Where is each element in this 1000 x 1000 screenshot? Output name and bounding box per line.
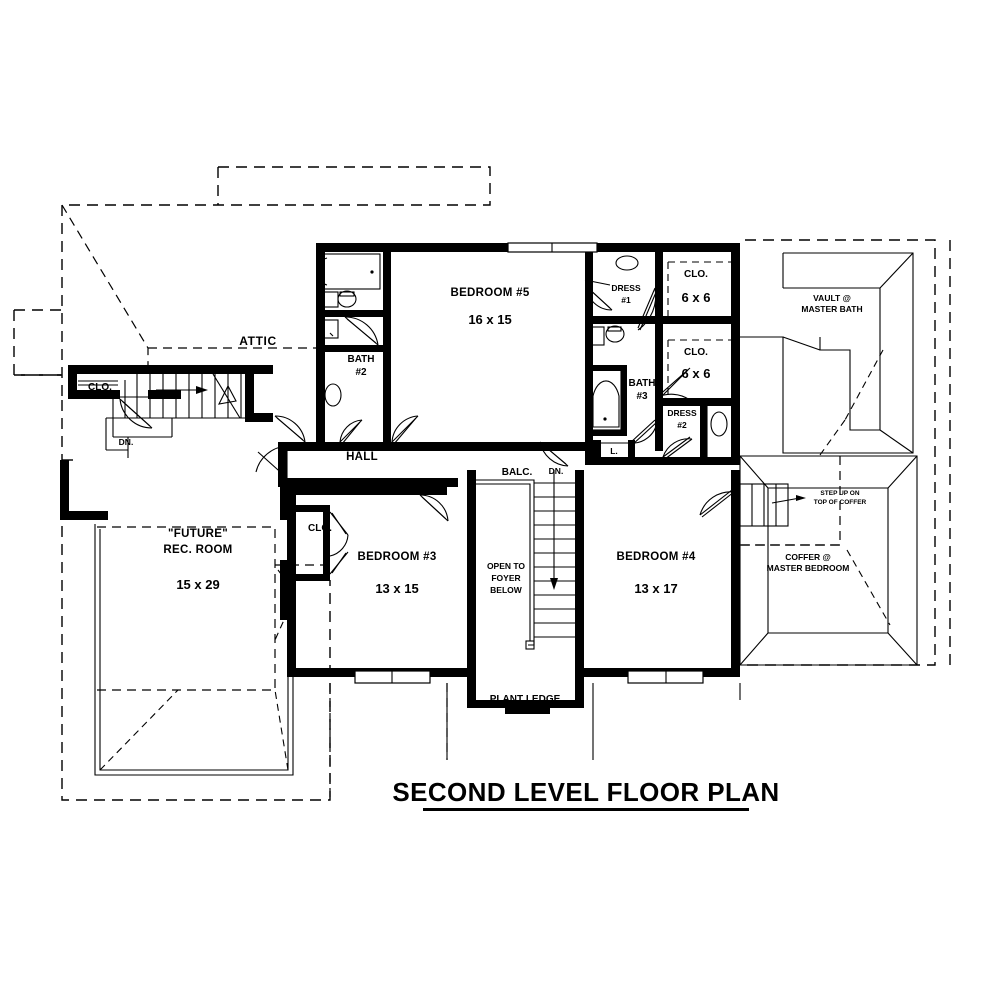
room-label-linen: L. [610,446,618,456]
room-label-bath2-line2: #2 [355,367,367,378]
door-swing-closet2 [655,367,691,401]
room-label-closet2: CLO. [684,347,708,358]
stair-block-walls [68,365,273,422]
ceiling-label-coffer-line2: MASTER BEDROOM [767,563,850,573]
door-swing-bath3 [629,419,658,446]
left-connector-walls [60,460,296,630]
window-bedroom4 [627,670,704,684]
note-step-up-line1: STEP UP ON [820,490,859,497]
door-swings-hall-left [255,415,306,480]
main-stair-treads [534,470,575,638]
drawing-title: SECOND LEVEL FLOOR PLAN [392,777,779,807]
vault-master-bath-ceiling [733,252,914,456]
balcony-railing [476,479,535,650]
door-swings-closet-bed3 [329,511,349,575]
fixtures-bath2-upper [321,290,357,308]
lower-roof-dashed [329,683,741,800]
fixture-dress1 [615,255,639,271]
room-label-closet-bed3: CLO. [308,523,332,534]
room-label-closet-stair: CLO. [88,382,112,393]
door-swings-bath2 [339,316,379,445]
hall-walls [278,442,458,487]
room-label-bath3-line1: BATH [628,378,655,389]
room-label-attic: ATTIC [239,334,276,348]
room-dim-closet2: 6 x 6 [682,366,711,381]
room-label-bedroom4: BEDROOM #4 [616,551,695,563]
room-label-balcony: BALC. [502,467,533,478]
room-label-closet1: CLO. [684,269,708,280]
future-rec-room-outline [94,524,330,776]
ceiling-label-coffer-line1: COFFER @ [785,552,831,562]
door-swing-hall-right [539,441,569,467]
closet2-shelf [667,339,732,398]
room-label-hall: HALL [346,451,378,463]
stair-direction-label-dn: DN. [119,437,134,447]
door-swing-dress2 [662,436,693,460]
room-label-open-foyer-line1: OPEN TO [487,561,525,571]
window-bedroom3 [354,670,431,684]
room-label-bedroom3: BEDROOM #3 [357,551,436,563]
room-label-bath3-line2: #3 [636,391,648,402]
room-dim-closet1: 6 x 6 [682,290,711,305]
fixture-dress2 [710,411,728,437]
room-label-bedroom5: BEDROOM #5 [450,287,529,299]
fixtures-bath3 [589,325,625,431]
door-swing-bedroom4-entry [699,489,735,518]
room-dim-bedroom5: 16 x 15 [468,312,511,327]
bathtub-bath2 [316,253,381,290]
ceiling-label-vault-line1: VAULT @ [813,293,851,303]
step-up-coffer-detail [739,483,806,527]
room-label-bath2-line1: BATH [347,354,374,365]
door-swing-bedroom5 [391,415,419,445]
room-label-dress2-line1: DRESS [667,408,697,418]
ceiling-label-vault-line2: MASTER BATH [801,304,862,314]
closet-door-swing-stair [119,398,153,429]
dress1-divider [584,279,611,286]
note-step-up-line2: TOP OF COFFER [814,499,867,506]
fixtures-bath2-vanity [321,319,339,339]
room-label-dress2-line2: #2 [677,420,687,430]
window-bedroom5 [507,242,598,253]
drawing-title-group: SECOND LEVEL FLOOR PLAN [392,777,779,811]
room-label-open-foyer-line3: BELOW [490,585,523,595]
closet1-shelf [667,261,732,316]
room-label-future-rec-line1: "FUTURE" [168,528,228,540]
room-label-dress1-line1: DRESS [611,283,641,293]
room-label-future-rec-line2: REC. ROOM [163,544,232,556]
room-dim-future-rec: 15 x 29 [176,577,219,592]
sink-bath2 [324,383,342,407]
room-dim-bedroom3: 13 x 15 [375,581,418,596]
stair-direction-label-dn-main: DN. [549,466,564,476]
room-label-dress1-line2: #1 [621,295,631,305]
room-dim-bedroom4: 13 x 17 [634,581,677,596]
room-label-open-foyer-line2: FOYER [491,573,520,583]
door-swing-bedroom3-entry [419,494,449,522]
door-swings-dress1 [585,285,658,331]
room-label-plant-ledge: PLANT LEDGE [490,694,561,705]
